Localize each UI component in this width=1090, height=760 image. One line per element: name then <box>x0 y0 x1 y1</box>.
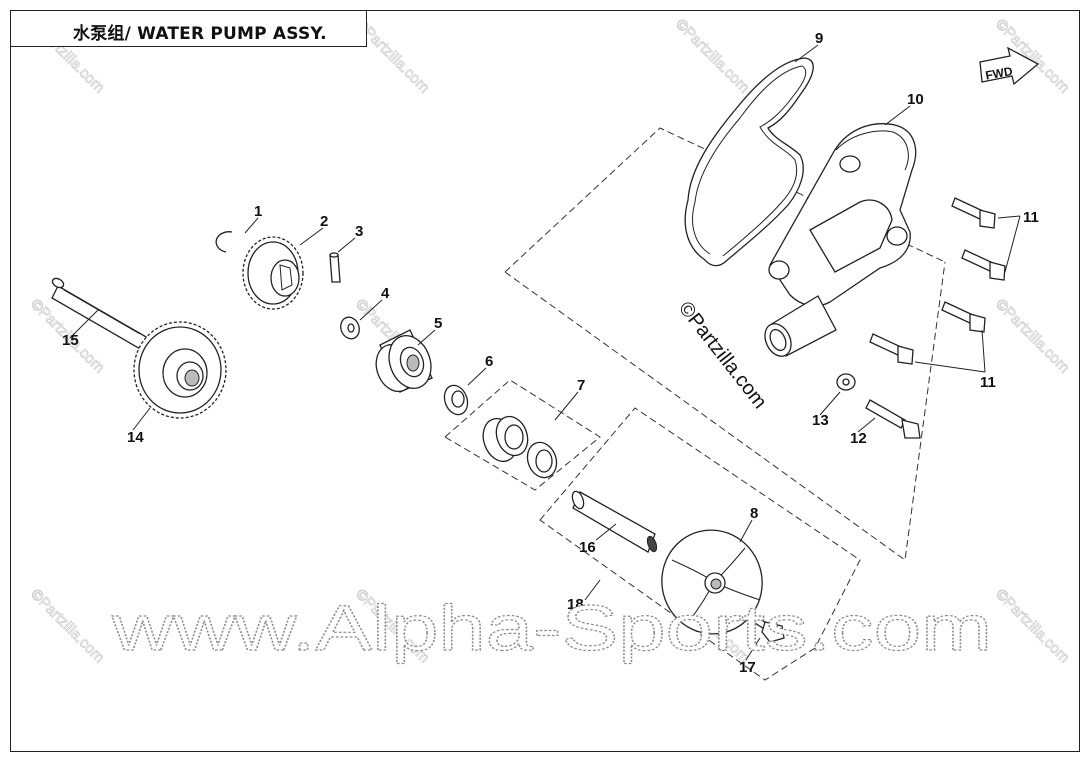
callout-9: 9 <box>815 30 823 47</box>
callout-13: 13 <box>812 412 829 429</box>
callout-12: 12 <box>850 430 867 447</box>
callout-7: 7 <box>577 377 585 394</box>
impeller-assembly-outline <box>539 407 861 681</box>
partzilla-copyright: ©Partzilla.com <box>674 298 771 413</box>
part-12-bolt <box>865 399 921 439</box>
watermark-small: ©Partzilla.com <box>672 16 753 97</box>
callout-15: 15 <box>62 332 79 349</box>
callout-14: 14 <box>127 429 144 446</box>
callout-labels: 1 2 3 4 5 6 7 8 9 10 11 11 12 13 14 15 1… <box>62 30 1039 676</box>
page-title: 水泵组/ WATER PUMP ASSY. <box>73 24 327 44</box>
callout-2: 2 <box>320 213 328 230</box>
part-5-bearing <box>375 329 433 393</box>
part-2-small-gear <box>242 236 304 310</box>
seal-assembly-outline <box>444 379 601 491</box>
callout-18: 18 <box>567 596 584 613</box>
part-11-bolts <box>869 197 1006 365</box>
callout-11-top: 11 <box>1023 209 1039 226</box>
callout-3: 3 <box>355 223 363 240</box>
part-9-gasket <box>684 57 814 267</box>
fwd-label: FWD <box>984 64 1014 83</box>
watermark-big: www.Alpha-Sports.com <box>111 592 992 664</box>
watermark-small: ©Partzilla.com <box>992 586 1073 667</box>
part-4-washer <box>340 316 360 340</box>
part-7-mechanical-seal <box>482 415 558 479</box>
callout-1: 1 <box>254 203 262 220</box>
callout-11-bottom: 11 <box>980 374 996 391</box>
callout-16: 16 <box>579 539 596 556</box>
callout-5: 5 <box>434 315 442 332</box>
fwd-arrow-icon: FWD <box>979 46 1040 86</box>
callout-4: 4 <box>381 285 390 302</box>
callout-6: 6 <box>485 353 493 370</box>
part-16-impeller-shaft <box>571 490 658 553</box>
part-8-impeller <box>661 529 763 635</box>
leader-lines <box>69 44 1021 661</box>
callout-17: 17 <box>739 659 756 676</box>
watermark-small: ©Partzilla.com <box>992 16 1073 97</box>
part-6-washer <box>443 384 469 416</box>
callout-10: 10 <box>907 91 924 108</box>
part-1-circlip <box>215 231 233 253</box>
part-14-large-gear <box>133 321 227 419</box>
title-box: 水泵组/ WATER PUMP ASSY. <box>10 10 367 47</box>
part-3-pin <box>329 252 341 283</box>
part-10-pump-cover <box>764 123 917 357</box>
watermark-small: ©Partzilla.com <box>27 586 108 667</box>
part-17-bolt <box>749 613 785 643</box>
callout-8: 8 <box>750 505 758 522</box>
watermark-small: ©Partzilla.com <box>992 296 1073 377</box>
part-13-washer <box>836 373 856 391</box>
